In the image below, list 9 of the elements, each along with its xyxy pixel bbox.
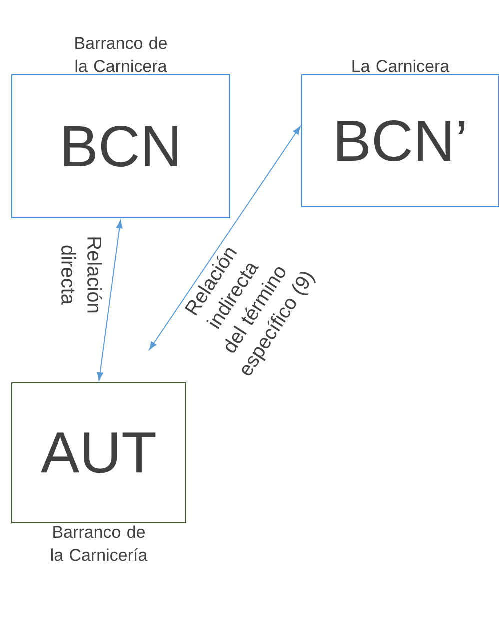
box-heading: Barranco de la Carnicera	[76, 36, 168, 72]
box-heading: La Carnicera	[352, 60, 450, 72]
box: BCN	[12, 74, 230, 218]
box: AUT	[12, 382, 186, 524]
arrow	[149, 126, 301, 350]
box-heading: Barranco de la Carnicería	[52, 526, 148, 562]
arrow	[97, 220, 123, 381]
box: BCN’	[302, 74, 499, 208]
edge-label: Relación directa	[60, 219, 104, 331]
